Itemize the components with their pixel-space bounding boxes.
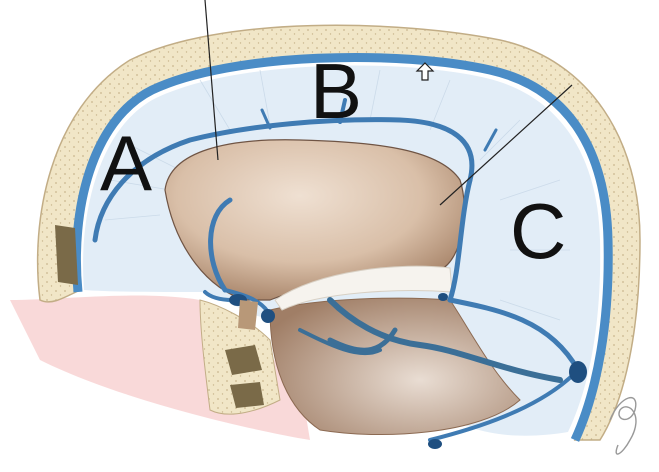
label-a: A [100, 119, 152, 207]
label-c: C [510, 187, 566, 275]
label-b: B [310, 47, 362, 135]
